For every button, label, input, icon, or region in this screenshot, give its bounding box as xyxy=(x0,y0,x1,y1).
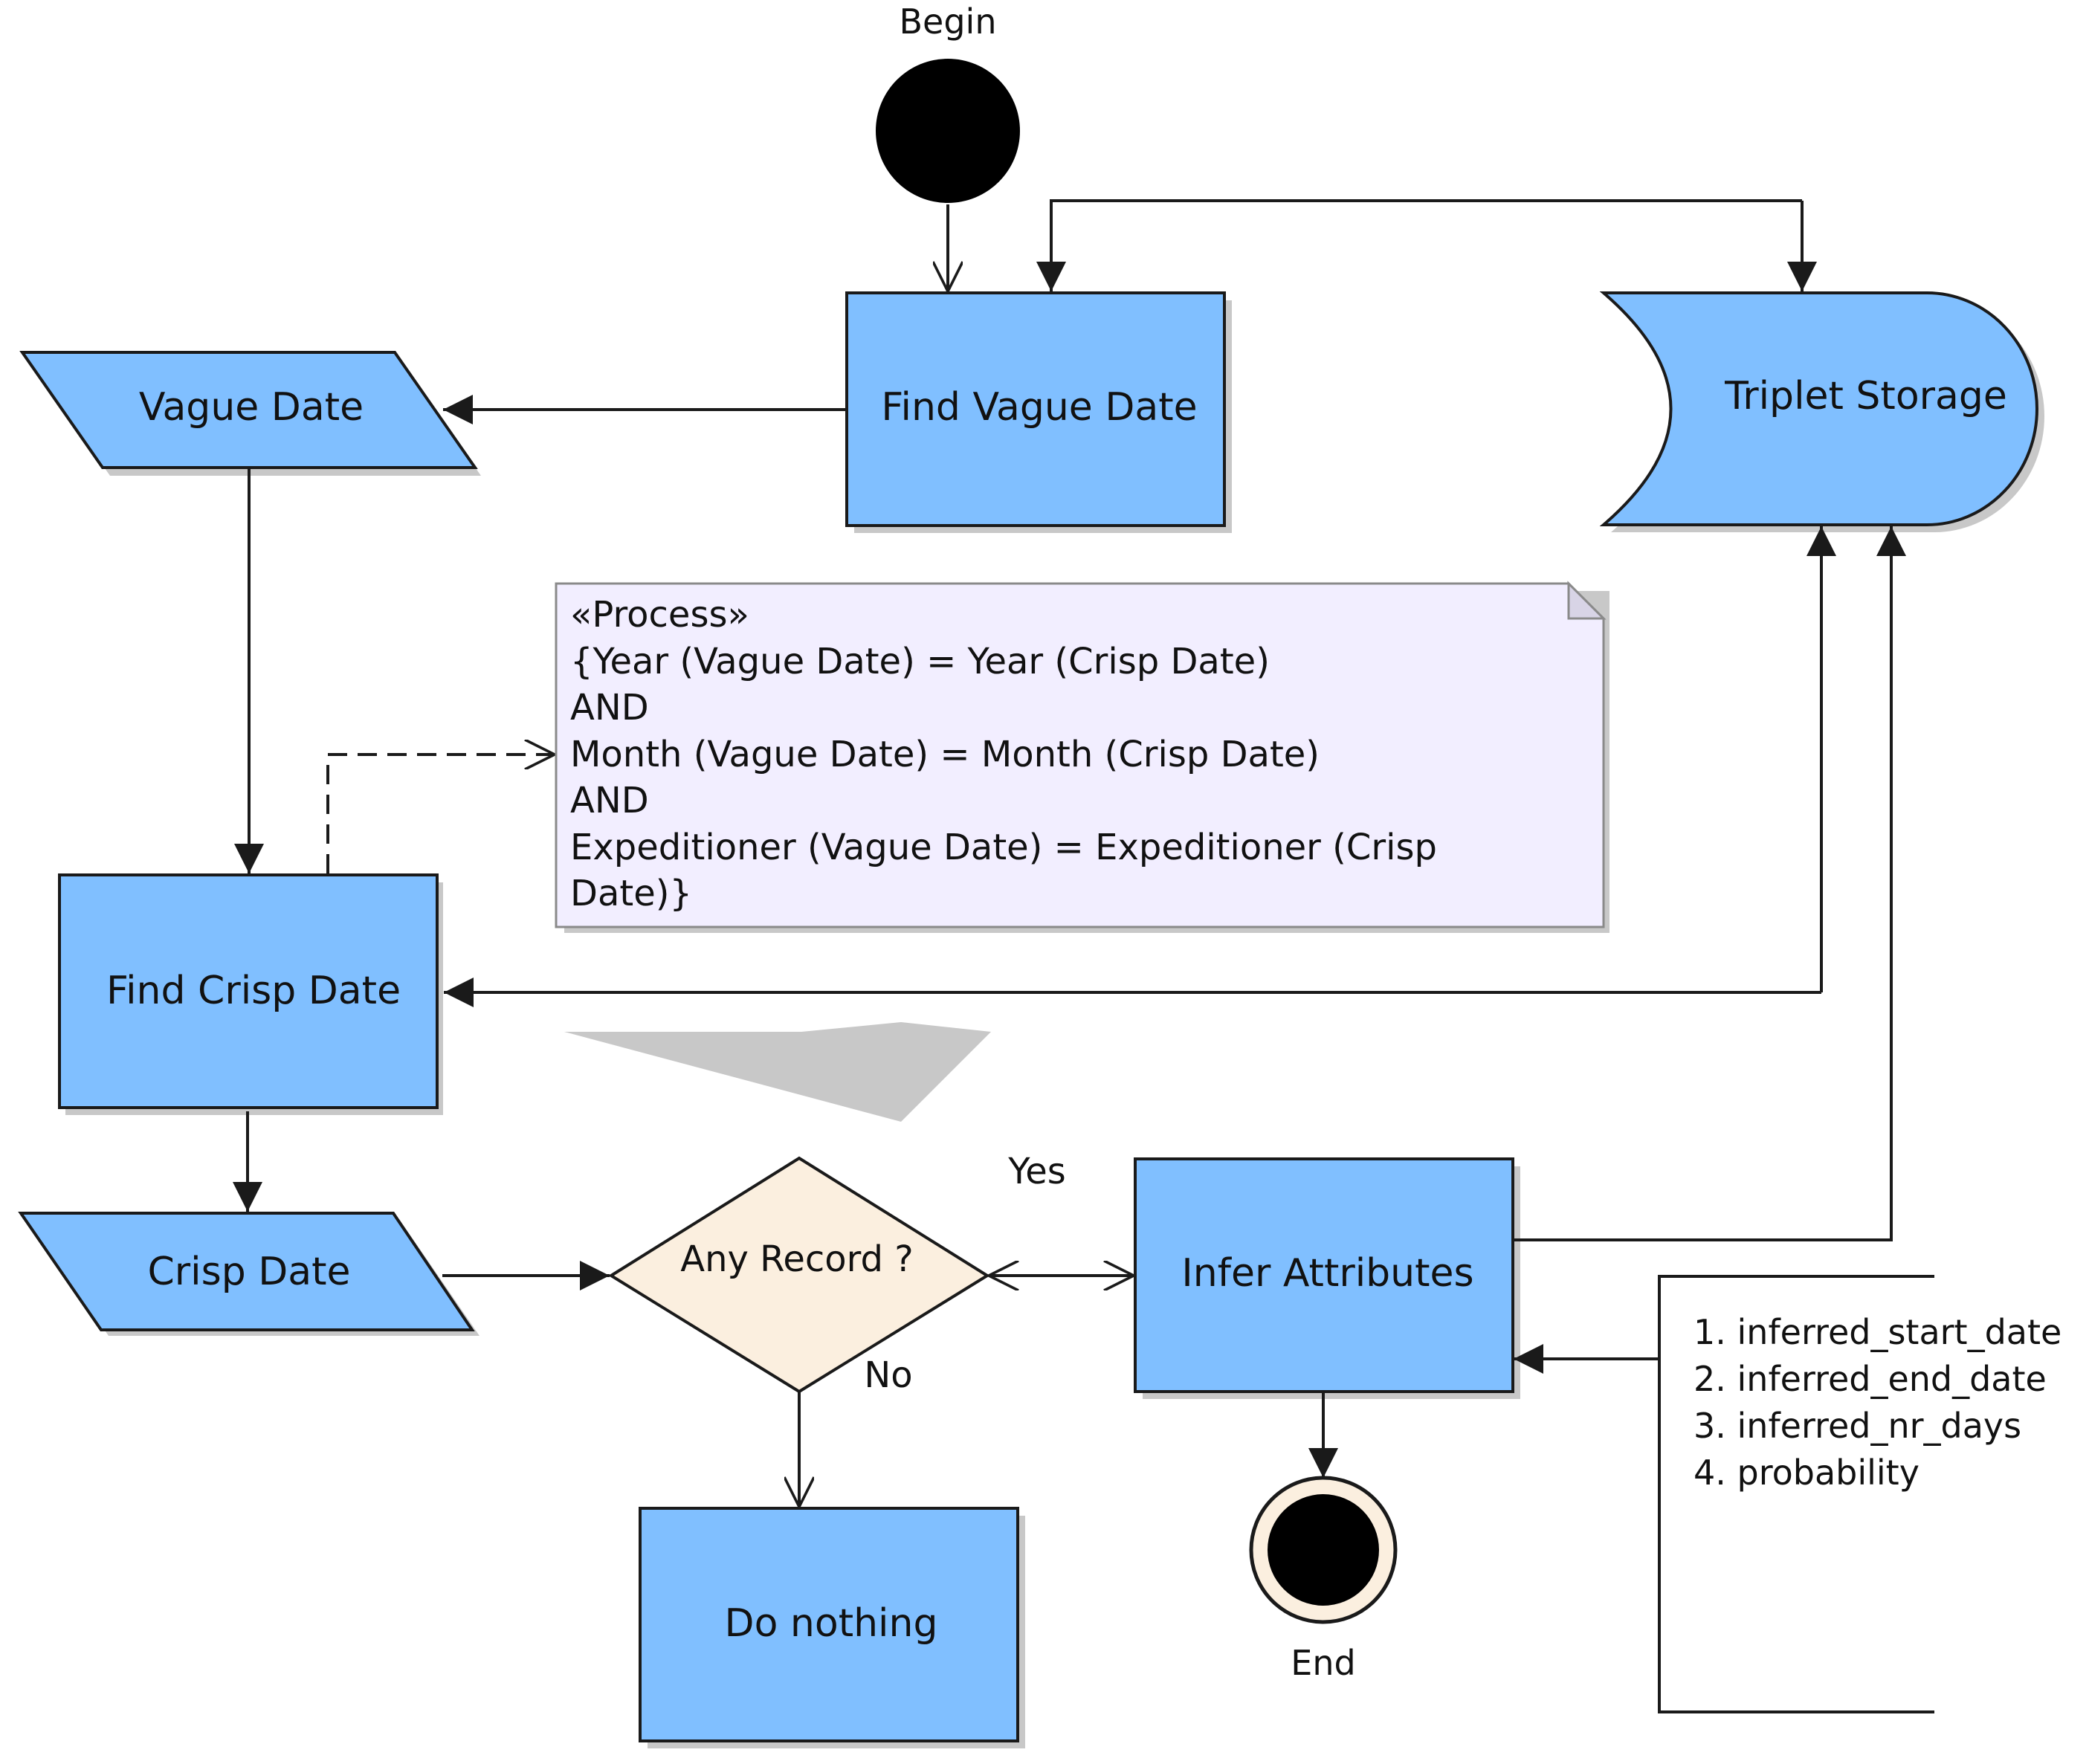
attribute-item: 2. inferred_end_date xyxy=(1694,1359,2047,1399)
end-node xyxy=(1249,1476,1398,1624)
note-line: {Year (Vague Date) = Year (Crisp Date) xyxy=(570,641,1270,682)
note-line: AND xyxy=(570,687,649,728)
process-note: «Process» {Year (Vague Date) = Year (Cri… xyxy=(555,581,1607,928)
attributes-annotation: 1. inferred_start_date 2. inferred_end_d… xyxy=(1658,1275,2061,1713)
find-vague-date-box: Find Vague Date xyxy=(845,291,1226,527)
any-record-label: Any Record ? xyxy=(680,1238,914,1280)
edge-infer-attributes-to-storage xyxy=(1514,526,1906,1241)
crisp-date-data: Crisp Date xyxy=(18,1212,475,1331)
do-nothing-box: Do nothing xyxy=(639,1507,1019,1742)
begin-label: Begin xyxy=(900,1,997,42)
infer-attributes-label: Infer Attributes xyxy=(1181,1251,1473,1296)
triplet-storage-label: Triplet Storage xyxy=(1724,374,2007,419)
edge-storage-to-find-vague-date xyxy=(1036,199,1802,291)
attribute-item: 4. probability xyxy=(1694,1453,1920,1493)
find-crisp-date-label: Find Crisp Date xyxy=(106,969,401,1013)
find-crisp-date-box: Find Crisp Date xyxy=(58,873,439,1109)
end-label: End xyxy=(1291,1643,1355,1683)
crisp-date-label: Crisp Date xyxy=(147,1250,350,1294)
no-label: No xyxy=(864,1354,912,1396)
attribute-item: 1. inferred_start_date xyxy=(1694,1312,2061,1352)
note-line: AND xyxy=(570,780,649,821)
infer-attributes-box: Infer Attributes xyxy=(1134,1157,1514,1393)
note-line: Date)} xyxy=(570,873,692,914)
yes-label: Yes xyxy=(1007,1151,1065,1192)
edges xyxy=(233,199,1906,1507)
vague-date-label: Vague Date xyxy=(139,385,364,430)
attributes-bracket xyxy=(1658,1275,1934,1713)
any-record-decision: Any Record ? xyxy=(608,1156,990,1394)
note-line: Expeditioner (Vague Date) = Expeditioner… xyxy=(570,827,1437,868)
note-line: «Process» xyxy=(570,594,749,636)
vague-date-data: Vague Date xyxy=(19,351,478,469)
note-line: Month (Vague Date) = Month (Crisp Date) xyxy=(570,734,1320,775)
attribute-item: 3. inferred_nr_days xyxy=(1694,1406,2021,1446)
begin-node xyxy=(876,59,1020,203)
find-vague-date-label: Find Vague Date xyxy=(881,385,1197,430)
edge-find-crisp-date-to-note xyxy=(326,755,555,873)
do-nothing-label: Do nothing xyxy=(725,1601,938,1646)
triplet-storage-store: Triplet Storage xyxy=(1599,291,2038,526)
